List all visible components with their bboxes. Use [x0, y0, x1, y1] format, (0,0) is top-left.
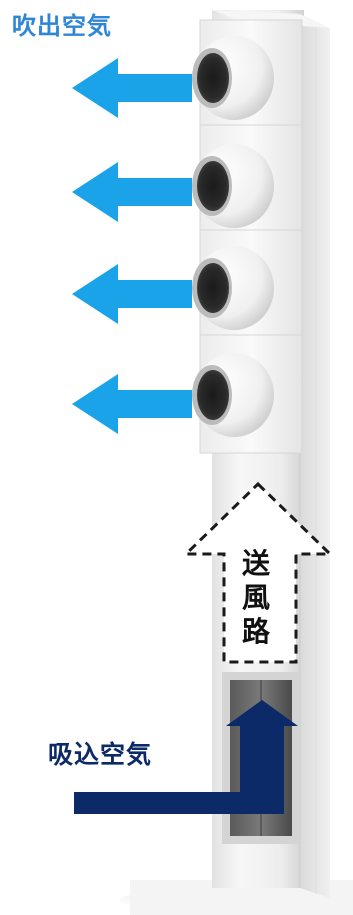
duct-label: 送 風 路 — [236, 547, 276, 649]
nozzle-4 — [192, 353, 274, 437]
duct-char-2: 風 — [241, 581, 270, 614]
outlet-arrows — [72, 58, 192, 434]
nozzle-2 — [192, 144, 274, 228]
outlet-air-label: 吹出空気 — [12, 12, 112, 40]
dashed-arrow-up-icon — [182, 481, 334, 664]
nozzle-1 — [192, 36, 274, 120]
arrow-left-icon — [72, 162, 192, 222]
nozzle-3 — [192, 246, 274, 330]
duct-char-3: 路 — [241, 615, 270, 648]
duct-char-1: 送 — [241, 547, 270, 580]
intake-air-label: 吸込空気 — [48, 740, 153, 769]
arrow-left-icon — [72, 374, 192, 434]
arrow-left-icon — [72, 58, 192, 118]
arrow-left-icon — [72, 264, 192, 324]
arrow-right-up-icon — [74, 700, 298, 814]
